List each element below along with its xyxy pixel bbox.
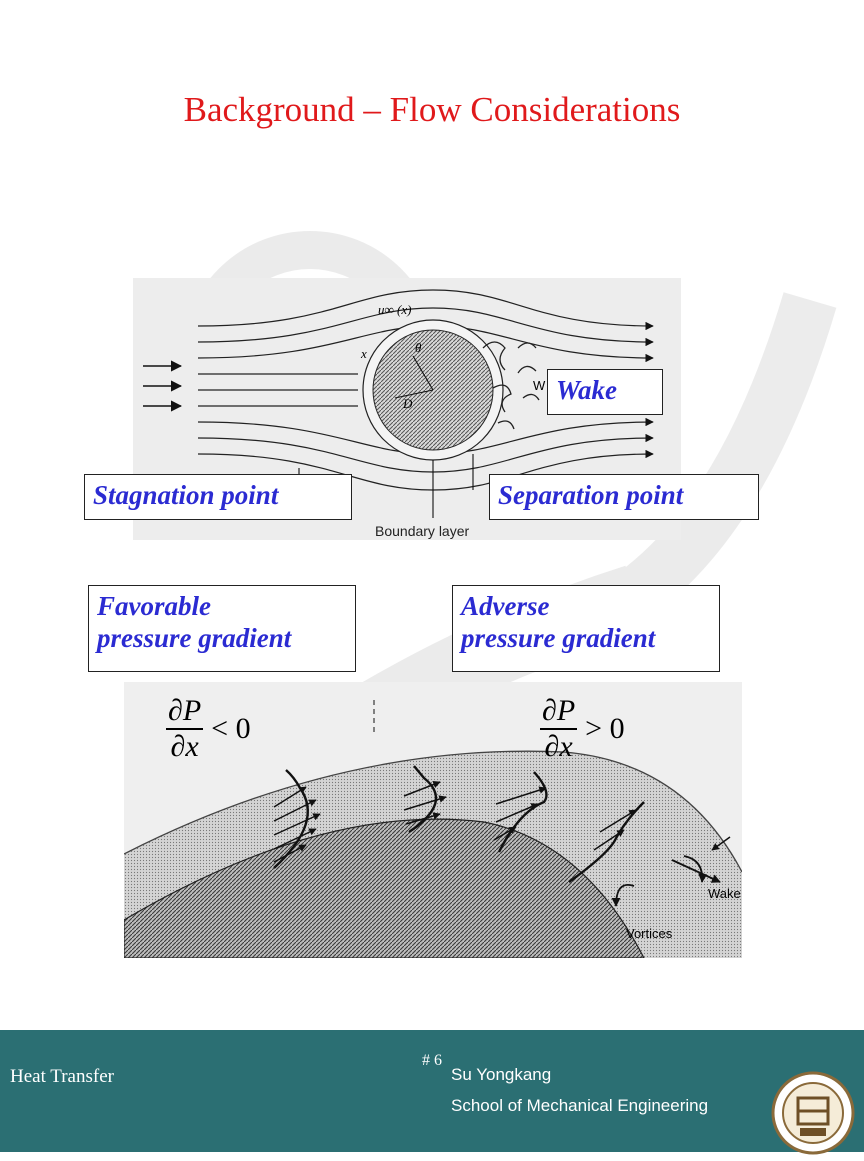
x-label: x	[360, 346, 367, 361]
favorable-inequality: < 0	[211, 712, 251, 745]
adverse-gradient-label: Adverse pressure gradient	[452, 585, 720, 672]
favorable-numerator: ∂P	[166, 694, 204, 730]
separation-point-label: Separation point	[489, 474, 759, 520]
adverse-formula: ∂P ∂x > 0	[540, 694, 625, 764]
pressure-gradient-figure: Wake Vortices	[123, 682, 743, 959]
wake-figure-label: Wake	[708, 886, 741, 901]
adverse-line2: pressure gradient	[461, 623, 656, 653]
diameter-label: D	[402, 396, 413, 411]
university-seal-icon	[770, 1070, 856, 1156]
u-infinity-label: u∞ (x)	[378, 302, 411, 317]
stagnation-point-label: Stagnation point	[84, 474, 352, 520]
theta-label: θ	[415, 340, 422, 355]
adverse-inequality: > 0	[585, 712, 625, 745]
wake-w-label: W	[533, 378, 546, 393]
wake-label: Wake	[547, 369, 663, 415]
boundary-layer-diagram: Wake Vortices	[123, 682, 743, 959]
footer-bar: Heat Transfer # 6 Su Yongkang School of …	[0, 1030, 864, 1155]
author-name: Su Yongkang	[451, 1065, 552, 1084]
favorable-line2: pressure gradient	[97, 623, 292, 653]
favorable-line1: Favorable	[97, 591, 211, 621]
vortices-label: Vortices	[626, 926, 673, 941]
boundary-layer-label: Boundary layer	[375, 523, 470, 539]
favorable-fraction: ∂P ∂x	[166, 694, 204, 764]
page-number: # 6	[422, 1052, 442, 1069]
favorable-gradient-label: Favorable pressure gradient	[88, 585, 356, 672]
adverse-fraction: ∂P ∂x	[540, 694, 578, 764]
slide-title: Background – Flow Considerations	[183, 90, 681, 129]
favorable-formula: ∂P ∂x < 0	[166, 694, 251, 764]
adverse-numerator: ∂P	[540, 694, 578, 730]
cylinder-flow-diagram: u∞ (x) x θ D W	[143, 289, 654, 518]
school-name: School of Mechanical Engineering	[451, 1096, 709, 1115]
adverse-denominator: ∂x	[544, 730, 573, 763]
favorable-denominator: ∂x	[170, 730, 199, 763]
adverse-line1: Adverse	[461, 591, 550, 621]
course-name: Heat Transfer	[10, 1066, 114, 1087]
